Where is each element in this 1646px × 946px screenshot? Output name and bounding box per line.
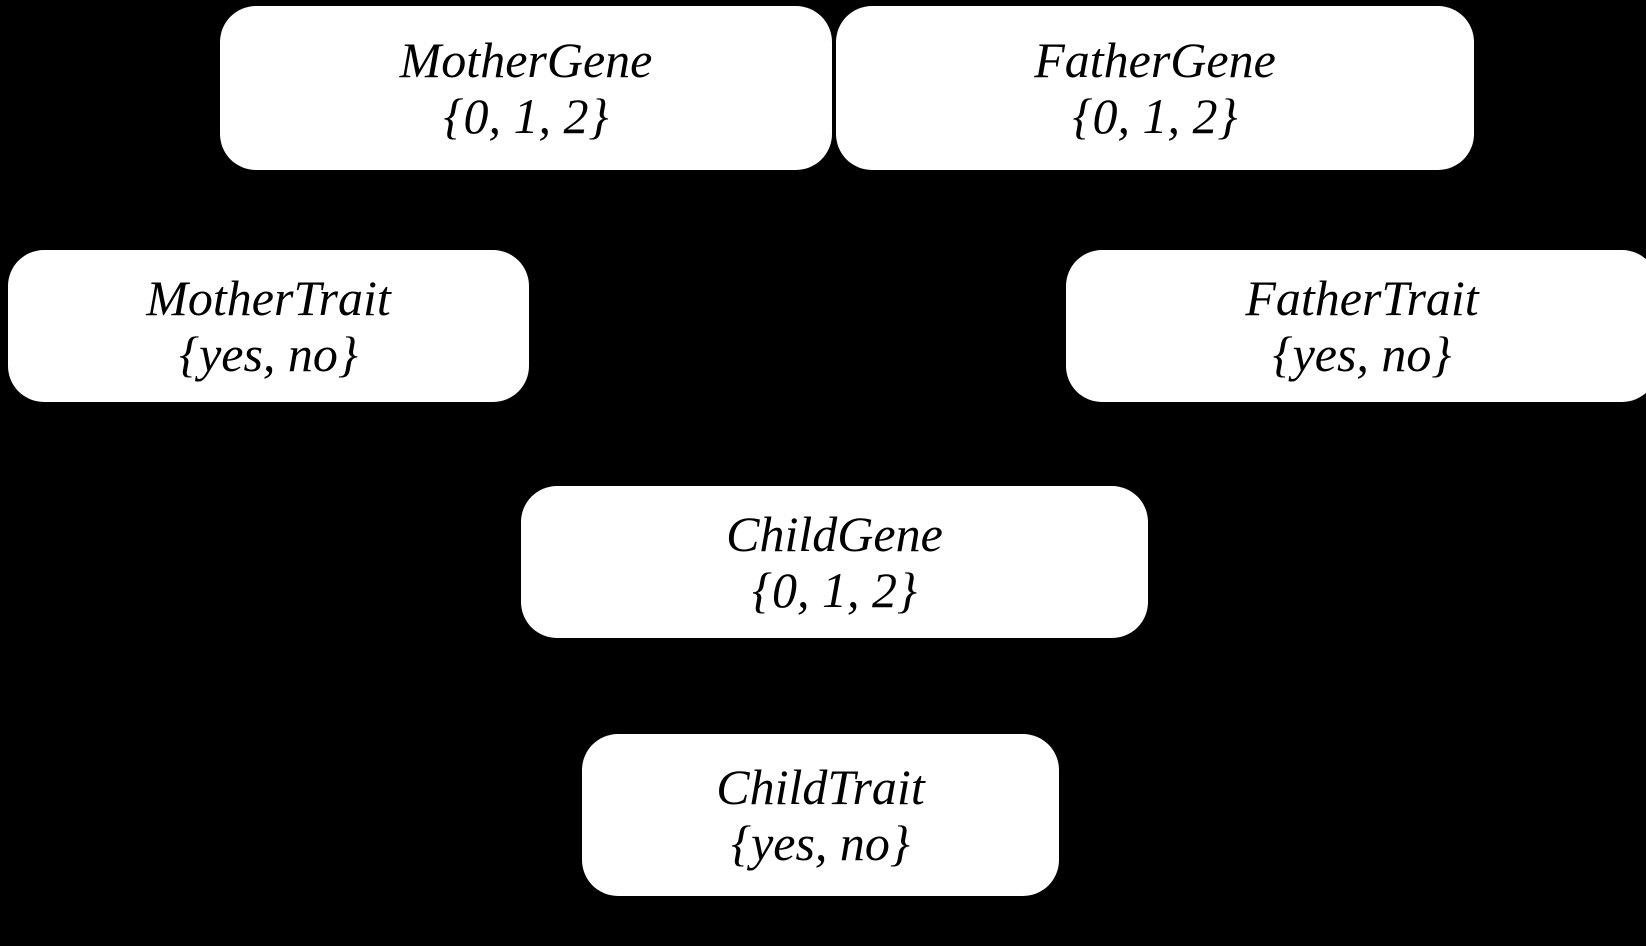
node-mother-gene[interactable]: MotherGene {0, 1, 2}: [220, 6, 832, 170]
node-father-trait[interactable]: FatherTrait {yes, no}: [1066, 250, 1646, 402]
node-child-trait[interactable]: ChildTrait {yes, no}: [582, 734, 1059, 896]
node-father-gene-name: FatherGene: [1034, 32, 1276, 88]
node-mother-gene-name: MotherGene: [399, 32, 653, 88]
node-father-gene[interactable]: FatherGene {0, 1, 2}: [836, 6, 1474, 170]
node-mother-trait[interactable]: MotherTrait {yes, no}: [8, 250, 529, 402]
node-father-trait-domain: {yes, no}: [1272, 326, 1452, 382]
node-mother-trait-name: MotherTrait: [146, 270, 391, 326]
node-father-trait-name: FatherTrait: [1245, 270, 1479, 326]
node-child-trait-domain: {yes, no}: [731, 815, 910, 871]
node-child-gene[interactable]: ChildGene {0, 1, 2}: [521, 486, 1148, 638]
node-father-gene-domain: {0, 1, 2}: [1072, 88, 1238, 144]
node-child-gene-domain: {0, 1, 2}: [752, 562, 917, 618]
node-child-trait-name: ChildTrait: [716, 759, 925, 815]
node-child-gene-name: ChildGene: [726, 506, 943, 562]
node-mother-gene-domain: {0, 1, 2}: [443, 88, 609, 144]
node-mother-trait-domain: {yes, no}: [179, 326, 358, 382]
